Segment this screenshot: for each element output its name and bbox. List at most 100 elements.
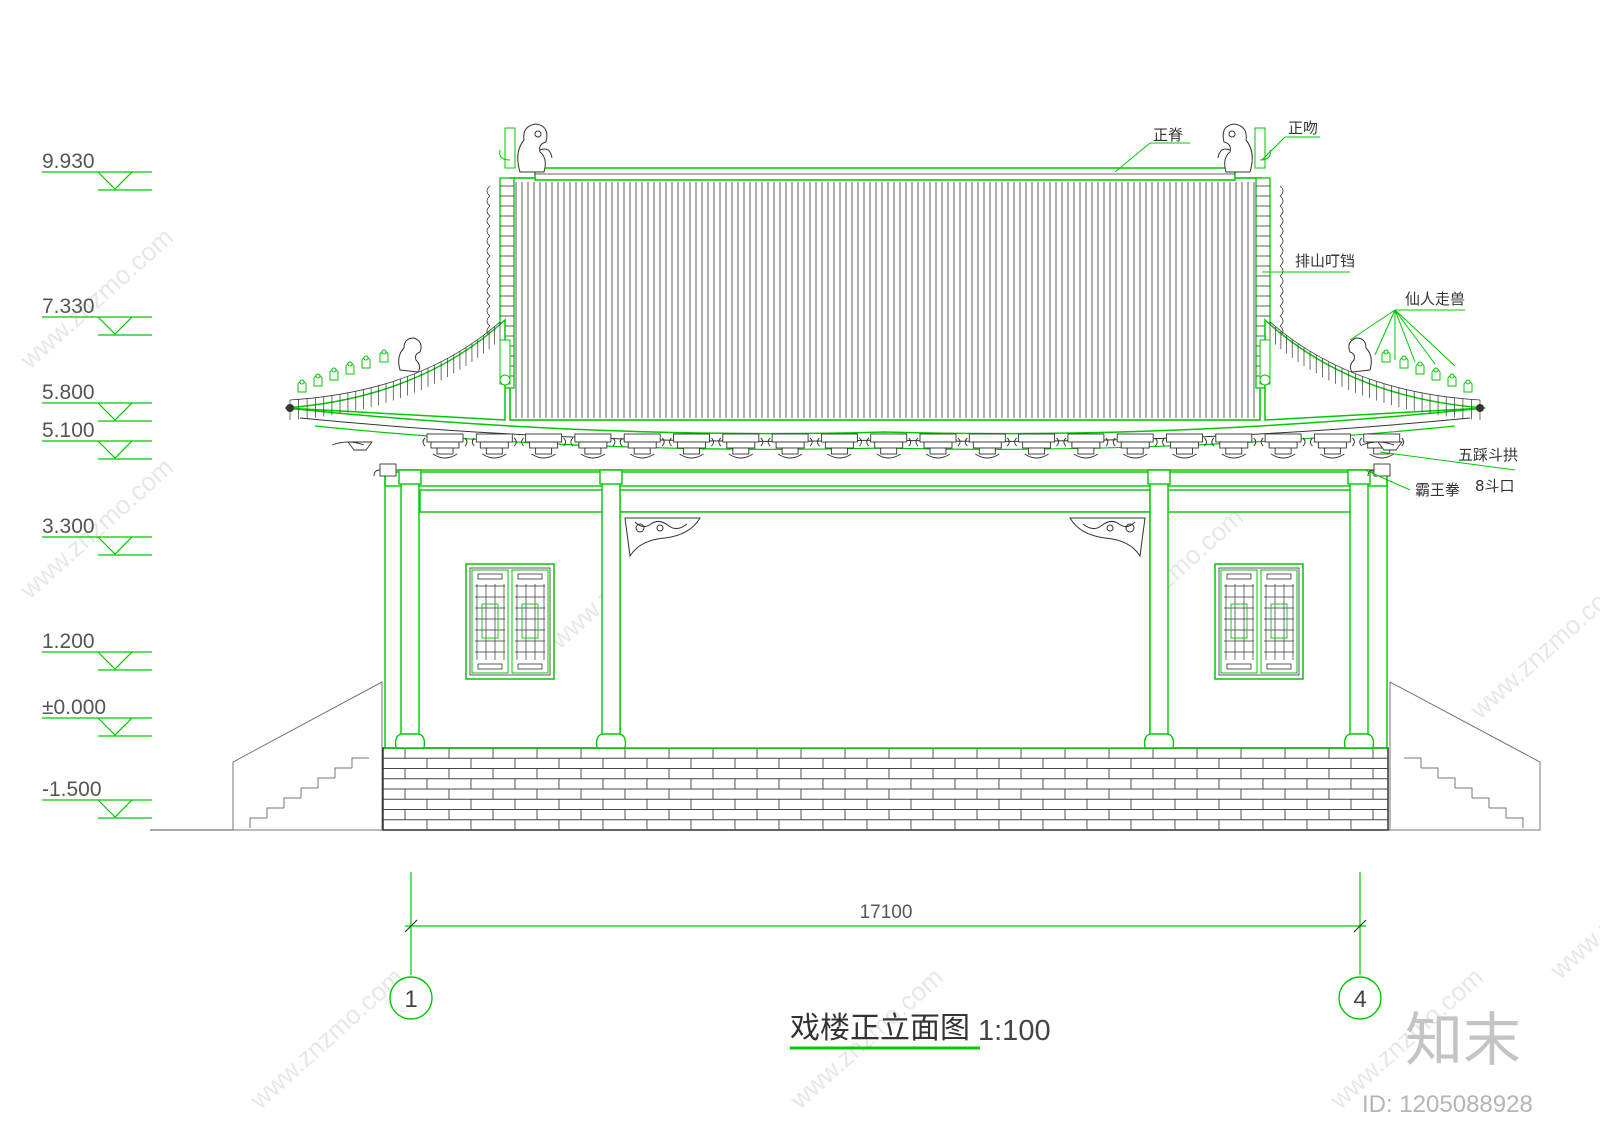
bracket-set [471,433,517,459]
bracket-set [718,433,764,459]
column [601,469,621,741]
roof-figure [1399,355,1409,369]
bracket-set [1063,433,1109,459]
level-label: 5.100 [42,419,95,442]
watermark-text: www.znzmo.com [1543,832,1600,985]
lattice-window-left [465,563,555,680]
bracket-set [915,433,961,459]
bracket-set [767,433,813,459]
brand-logo: 知末 [1405,1006,1521,1074]
label-bracket-unit: 8斗口 [1475,477,1515,495]
hip-beast-right [1259,337,1372,386]
watermark-text: www.znzmo.com [13,222,179,375]
bracket-sets [331,433,1405,477]
roof-figure [1381,349,1391,363]
level-markers: 9.930 7.330 5.800 5.100 3.300 1.200 ±0.000 -1.5… [42,150,152,819]
axis-label-right: 4 [1353,986,1366,1013]
hip-beast-left [398,337,511,386]
label-bracket-set: 五踩斗拱 [1458,446,1518,464]
bracket-set [1014,433,1060,459]
label-ridge: 正脊 [1153,126,1183,144]
level-label: ±0.000 [42,696,106,719]
bracket-set [816,433,862,459]
column [400,469,420,741]
column [1349,469,1369,741]
roof-figure [313,373,323,387]
annotation-labels: 正脊 正吻 排山叮铛 仙人走兽 五踩斗拱 霸王拳 8斗口 [1153,119,1518,499]
level-marker: ±0.000 [42,696,152,737]
column-base [595,733,627,749]
label-gable-trim: 排山叮铛 [1295,252,1355,270]
bracket-set [866,433,912,459]
bracket-set [669,433,714,459]
label-fist-end: 霸王拳 [1415,481,1460,499]
column-base [1143,733,1175,749]
level-label: 1.200 [42,630,95,653]
column [1149,469,1169,741]
roof-figure [1447,373,1457,387]
drawing-title: 戏楼正立面图 [790,1011,970,1046]
bracket-set [422,433,468,459]
ridge-beast-left [499,123,553,173]
bracket-set [1162,433,1207,459]
watermark-text: www.znzmo.com [13,452,179,605]
fist-end-ornament [373,463,397,477]
lattice-window-right [1214,563,1304,680]
level-marker: -1.500 [42,778,152,819]
level-label: 7.330 [42,295,95,318]
left-stair [232,681,383,831]
corner-bracket [331,441,373,451]
roof-figure [1431,367,1441,381]
image-id: ID: 1205088928 [1362,1091,1533,1118]
sparrow-brace-left [624,517,701,558]
level-label: 3.300 [42,515,95,538]
bracket-set [521,433,567,459]
level-marker: 7.330 [42,295,152,336]
columns [394,469,1375,749]
axis-marker-left: 1 [389,976,433,1020]
label-ridge-beast: 正吻 [1288,119,1318,137]
roof-figure [1415,361,1425,375]
roof-figure [379,349,389,363]
column-base [394,733,426,749]
level-marker: 9.930 [42,150,152,191]
brick-platform [382,747,1389,831]
roof-figure [297,379,307,393]
bracket-set [1260,433,1306,459]
roof [284,123,1486,477]
annotations [1114,136,1516,491]
bracket-set [570,433,616,459]
walls [384,469,1388,749]
bracket-set [1309,433,1355,459]
bracket-set [1112,433,1158,459]
roof-figure [361,355,371,369]
axis-marker-right: 4 [1338,976,1382,1020]
label-roof-figures: 仙人走兽 [1405,290,1465,308]
level-marker: 5.100 [42,419,152,460]
roof-figure [329,367,339,381]
drawing-scale: 1:100 [978,1015,1051,1047]
watermark-text: www.znzmo.com [1463,572,1600,725]
bracket-set [1211,433,1257,459]
corner-bracket [1361,441,1403,451]
level-label: -1.500 [42,778,102,801]
watermark-text: www.znzmo.com [243,962,409,1115]
span-dimension: 17100 [860,902,913,923]
level-label: 9.930 [42,150,95,173]
bracket-set [619,433,665,459]
fist-end-ornament [1367,463,1391,477]
level-marker: 3.300 [42,515,152,556]
bracket-set [964,433,1010,459]
level-marker: 5.800 [42,381,152,422]
ridge-beast-right [1217,123,1271,173]
level-label: 5.800 [42,381,95,404]
roof-figure [1463,379,1473,393]
axis-label-left: 1 [404,986,417,1013]
dimension-line [404,872,1367,975]
sparrow-brace-right [1069,517,1146,558]
level-marker: 1.200 [42,630,152,671]
roof-figure [345,361,355,375]
right-stair [1389,681,1541,831]
column-base [1343,733,1375,749]
